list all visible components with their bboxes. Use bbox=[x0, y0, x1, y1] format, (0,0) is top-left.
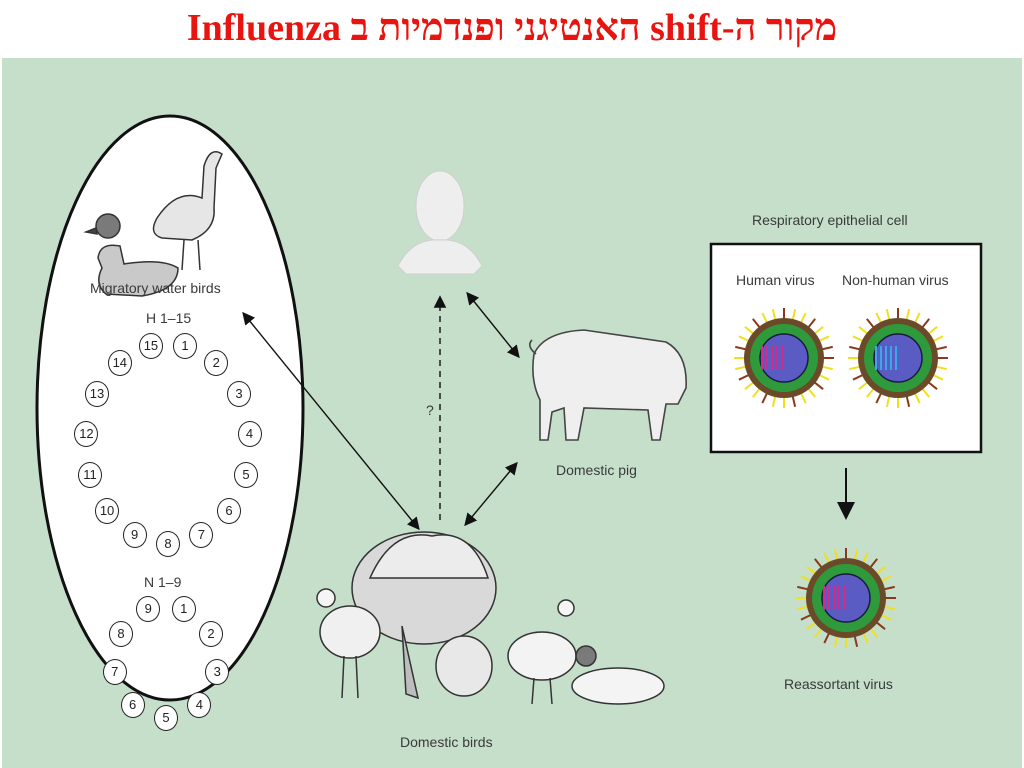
human-virus-label: Human virus bbox=[736, 272, 815, 288]
virus-particles bbox=[734, 308, 948, 648]
nonhuman-virus-label: Non-human virus bbox=[842, 272, 949, 288]
diagram-panel: Migratory water birds H 1–15 N 1–9 ? Dom… bbox=[2, 58, 1022, 768]
h-subtype-4: 4 bbox=[237, 420, 262, 447]
h-subtype-label: H 1–15 bbox=[146, 310, 192, 326]
human-virus-particle bbox=[734, 308, 834, 408]
h-subtype-9: 9 bbox=[122, 522, 147, 549]
migratory-birds-label: Migratory water birds bbox=[90, 280, 221, 296]
arrow-birds-pig bbox=[464, 461, 518, 527]
n-subtype-2: 2 bbox=[199, 621, 224, 647]
n-subtype-7: 7 bbox=[102, 658, 127, 685]
n-subtype-6: 6 bbox=[120, 691, 145, 718]
reassortant-label: Reassortant virus bbox=[784, 676, 893, 692]
diagram-drawing bbox=[35, 114, 983, 705]
h-subtype-6: 6 bbox=[216, 497, 241, 524]
human-icon bbox=[397, 170, 483, 275]
h-subtype-1: 1 bbox=[173, 333, 198, 360]
n-subtype-1: 1 bbox=[171, 596, 196, 623]
pig-icon bbox=[528, 329, 687, 441]
h-subtype-2: 2 bbox=[204, 350, 229, 377]
h-subtype-13: 13 bbox=[84, 381, 109, 407]
slide-title: מקור ה-shift האנטיגני ופנדמיות ב Influen… bbox=[186, 7, 838, 49]
h-subtype-15: 15 bbox=[138, 333, 163, 360]
n-subtype-4: 4 bbox=[187, 691, 212, 718]
n-subtype-label: N 1–9 bbox=[144, 574, 182, 590]
n-subtype-5: 5 bbox=[154, 705, 178, 731]
n-subtype-9: 9 bbox=[136, 596, 161, 623]
h-subtype-7: 7 bbox=[189, 522, 214, 549]
duck-icon bbox=[83, 213, 179, 297]
h-subtype-12: 12 bbox=[74, 420, 99, 447]
reassortant-virus-particle bbox=[796, 548, 896, 648]
nonhuman-virus-particle bbox=[848, 308, 948, 408]
domestic-birds-label: Domestic birds bbox=[400, 734, 493, 750]
cell-title-label: Respiratory epithelial cell bbox=[752, 212, 908, 228]
arrow-human-pig bbox=[466, 291, 520, 359]
h-subtype-10: 10 bbox=[95, 497, 120, 524]
h-subtype-3: 3 bbox=[227, 381, 251, 407]
domestic-birds-icon bbox=[316, 531, 665, 705]
n-subtype-3: 3 bbox=[205, 658, 230, 685]
h-subtype-14: 14 bbox=[107, 350, 132, 377]
arrow-reservoir-domestic bbox=[242, 311, 420, 531]
h-subtype-5: 5 bbox=[233, 461, 258, 488]
question-mark: ? bbox=[426, 402, 434, 418]
goose-icon bbox=[152, 151, 223, 271]
h-subtype-11: 11 bbox=[78, 461, 102, 488]
n-subtype-8: 8 bbox=[108, 621, 133, 647]
domestic-pig-label: Domestic pig bbox=[556, 462, 637, 478]
h-subtype-8: 8 bbox=[156, 531, 180, 557]
